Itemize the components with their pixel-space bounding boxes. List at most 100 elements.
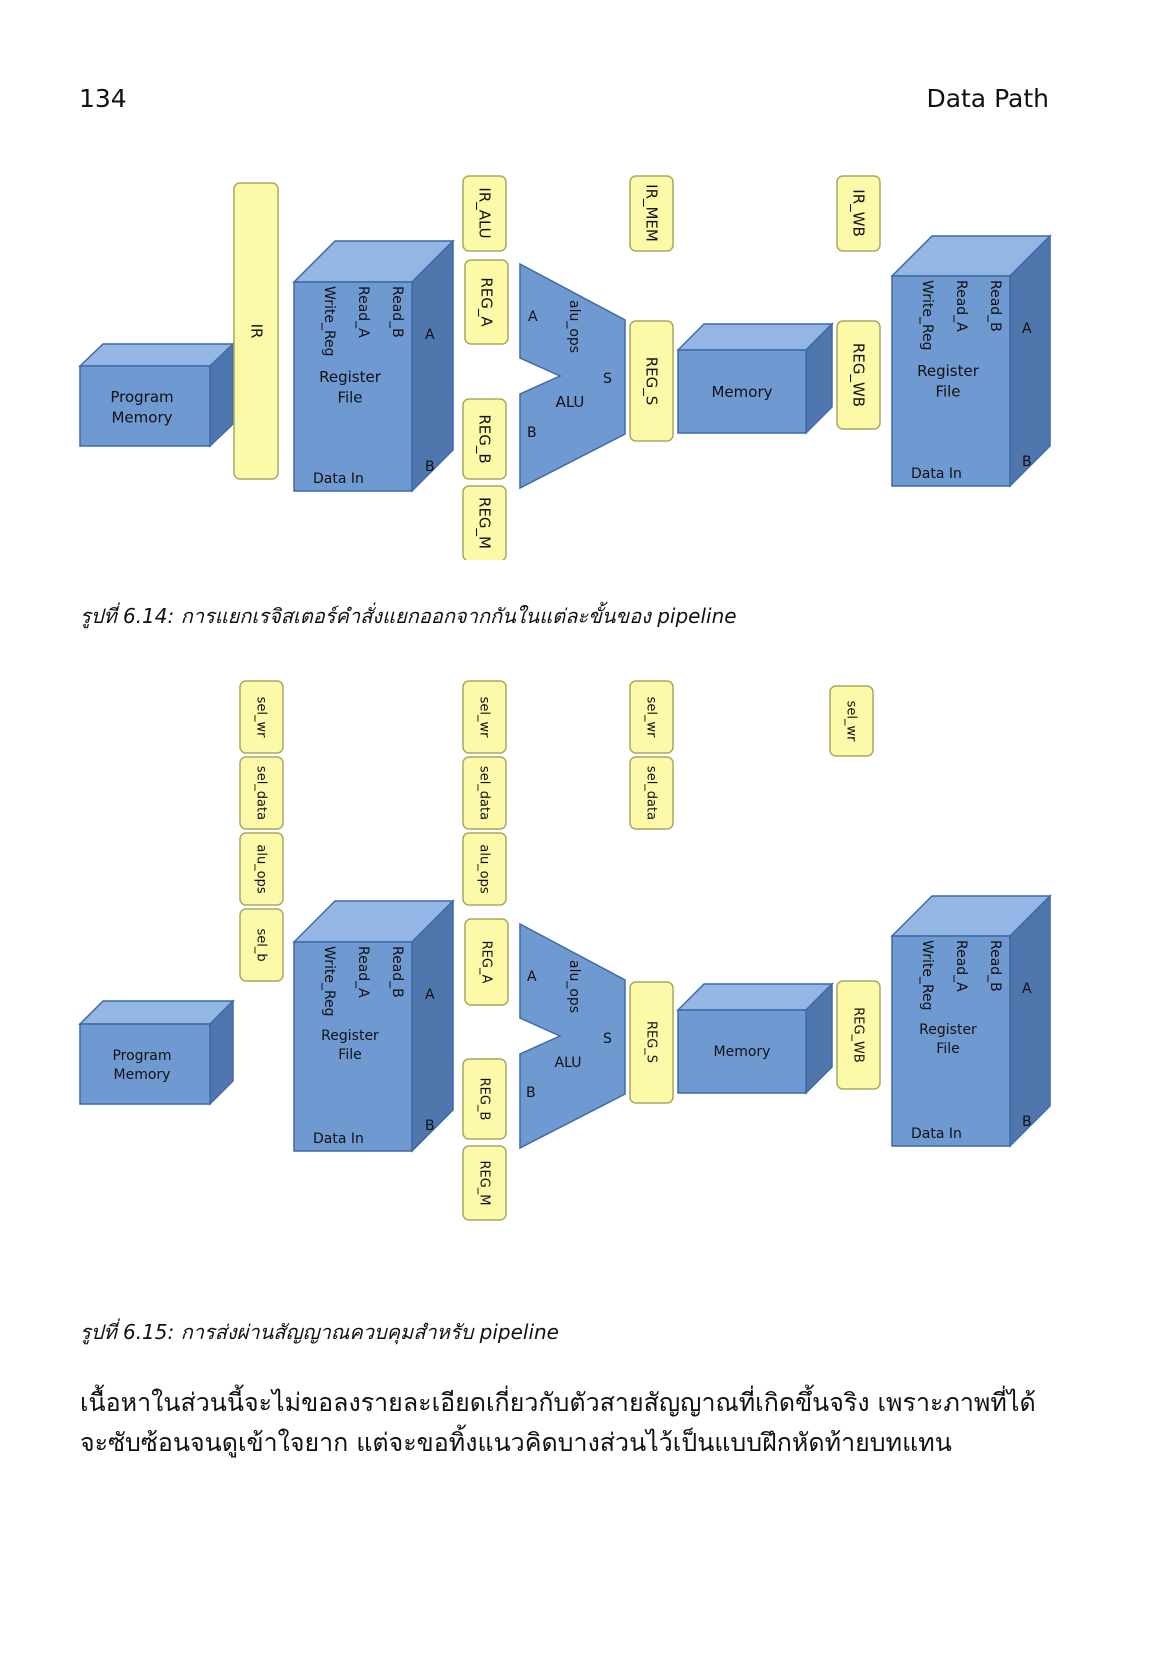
svg-text:Read_B: Read_B: [987, 940, 1003, 992]
svg-text:Data In: Data In: [911, 1126, 962, 1142]
svg-text:B: B: [526, 1085, 536, 1101]
svg-text:Write_Reg: Write_Reg: [919, 940, 935, 1011]
svg-text:S: S: [603, 371, 612, 387]
svg-text:REG_A: REG_A: [479, 941, 494, 984]
reg-s-register: REG_S: [629, 320, 674, 442]
svg-text:REG_A: REG_A: [477, 277, 496, 327]
memory-block: Memory: [676, 322, 834, 435]
svg-text:Memory: Memory: [714, 1044, 771, 1060]
svg-text:A: A: [527, 969, 537, 985]
svg-text:A: A: [1022, 981, 1032, 997]
data-in-label: Data In: [313, 471, 364, 487]
svg-text:Read_A: Read_A: [953, 940, 969, 992]
svg-text:B: B: [425, 1118, 435, 1134]
svg-text:IR_MEM: IR_MEM: [642, 184, 661, 242]
svg-text:IR_WB: IR_WB: [849, 189, 868, 236]
svg-text:B: B: [1022, 454, 1032, 470]
ir-register: IR: [233, 182, 279, 480]
svg-text:B: B: [527, 425, 537, 441]
reg-s-register: REG_S: [629, 981, 674, 1104]
svg-text:alu_ops: alu_ops: [566, 960, 582, 1013]
svg-text:Data In: Data In: [313, 1131, 364, 1147]
svg-text:sel_wr: sel_wr: [254, 697, 269, 739]
svg-text:ALU: ALU: [555, 1055, 582, 1071]
page-number: 134: [79, 84, 127, 113]
alu-block: A B S ALU alu_ops: [519, 262, 626, 490]
svg-text:REG_B: REG_B: [475, 414, 494, 463]
sel-wr-signal: sel_wr: [239, 680, 284, 754]
reg-m-register: REG_M: [462, 1145, 507, 1221]
reg-b-register: REG_B: [462, 398, 507, 480]
figure-6-14-caption: รูปที่ 6.14: การแยกเรจิสเตอร์คำสั่งแยกออ…: [80, 604, 737, 628]
svg-text:alu_ops: alu_ops: [254, 844, 269, 894]
sel-b-signal: sel_b: [239, 908, 284, 982]
svg-text:Read_B: Read_B: [987, 280, 1003, 332]
ir-mem-register: IR_MEM: [629, 175, 674, 252]
alu-ops-signal-stage2: alu_ops: [462, 832, 507, 906]
svg-text:sel_wr: sel_wr: [477, 697, 492, 739]
reg-m-register: REG_M: [462, 485, 507, 560]
sel-wr-signal-stage3: sel_wr: [629, 680, 674, 754]
svg-text:sel_data: sel_data: [254, 766, 269, 820]
svg-text:B: B: [1022, 1114, 1032, 1130]
sel-data-signal-stage2: sel_data: [462, 756, 507, 830]
memory-label: Memory: [711, 383, 772, 401]
svg-text:Data In: Data In: [911, 466, 962, 482]
read-b-label: Read_B: [389, 286, 405, 338]
svg-text:REG_S: REG_S: [644, 1021, 659, 1063]
memory-block: Memory: [676, 982, 834, 1095]
svg-text:A: A: [425, 987, 435, 1003]
sel-data-signal: sel_data: [239, 756, 284, 830]
svg-text:REG_B: REG_B: [477, 1078, 492, 1121]
running-title: Data Path: [926, 84, 1049, 113]
svg-text:REG_M: REG_M: [477, 1160, 492, 1205]
svg-text:REG_S: REG_S: [642, 357, 661, 406]
ir-wb-register: IR_WB: [836, 175, 881, 252]
svg-text:A: A: [1022, 321, 1032, 337]
figure-6-15-caption: รูปที่ 6.15: การส่งผ่านสัญญาณควบคุมสำหรั…: [80, 1320, 559, 1344]
svg-text:sel_data: sel_data: [644, 766, 659, 820]
svg-text:sel_data: sel_data: [477, 766, 492, 820]
sel-wr-signal-stage2: sel_wr: [462, 680, 507, 754]
svg-text:Write_Reg: Write_Reg: [919, 280, 935, 351]
read-a-label: Read_A: [355, 286, 371, 338]
alu-ops-signal: alu_ops: [239, 832, 284, 906]
alu-ops-label: alu_ops: [566, 300, 582, 353]
svg-text:Read_B: Read_B: [389, 946, 405, 998]
svg-text:Write_Reg: Write_Reg: [321, 946, 337, 1017]
alu-label: ALU: [556, 393, 585, 411]
svg-text:REG_WB: REG_WB: [849, 343, 868, 407]
svg-text:A: A: [528, 309, 538, 325]
sel-data-signal-stage3: sel_data: [629, 756, 674, 830]
body-paragraph: เนื้อหาในส่วนนี้จะไม่ขอลงรายละเอียดเกี่ย…: [80, 1388, 1036, 1457]
sel-wr-signal-stage4: sel_wr: [829, 685, 874, 757]
ir-label: IR: [248, 324, 266, 339]
alu-block: A B S ALU alu_ops: [519, 922, 626, 1150]
svg-text:REG_M: REG_M: [475, 497, 494, 549]
reg-wb-register: REG_WB: [836, 980, 881, 1090]
svg-text:sel_wr: sel_wr: [644, 697, 659, 739]
ir-alu-register: IR_ALU: [462, 175, 507, 252]
port-b-label: B: [425, 459, 435, 475]
reg-b-register: REG_B: [462, 1058, 507, 1140]
svg-text:S: S: [603, 1031, 612, 1047]
svg-text:REG_WB: REG_WB: [851, 1007, 866, 1063]
reg-a-register: REG_A: [464, 918, 509, 1006]
reg-a-register: REG_A: [464, 259, 509, 345]
write-reg-label: Write_Reg: [321, 286, 337, 357]
svg-text:sel_wr: sel_wr: [844, 701, 859, 743]
